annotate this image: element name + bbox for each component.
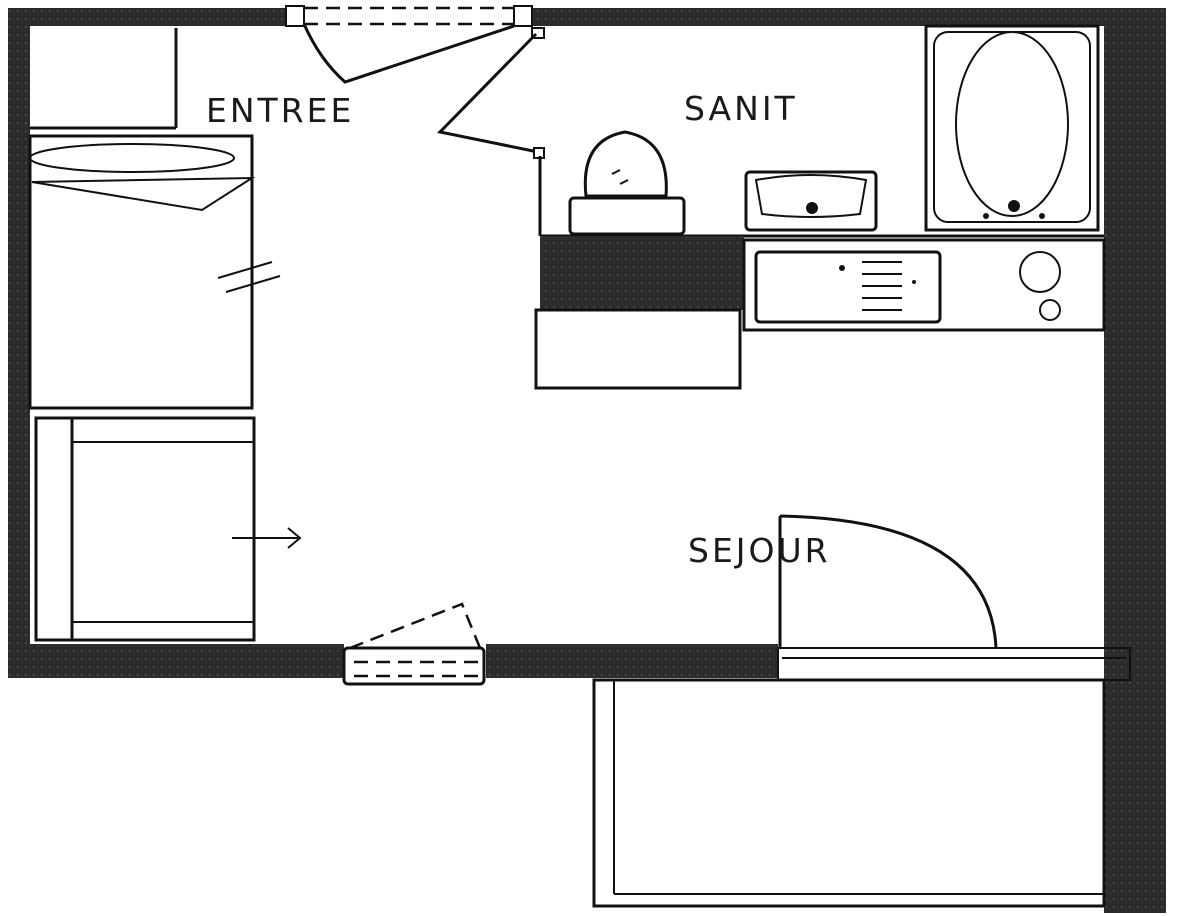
door-jamb-left [285, 5, 305, 27]
top-wall-left [10, 8, 292, 26]
top-wall-right [530, 8, 1140, 26]
hob-large-icon [1019, 251, 1061, 293]
bed [34, 416, 302, 642]
toilet [568, 130, 686, 236]
sink-drainer-marks [839, 261, 916, 311]
room-label-sanit: SANIT [684, 89, 798, 128]
room-label-entree: ENTREE [206, 91, 354, 130]
bathtub [924, 24, 1100, 232]
hob-small-icon [1039, 299, 1061, 321]
bottom-wall-mid [486, 644, 778, 678]
door-jamb [531, 27, 545, 39]
entry-door [285, 5, 533, 84]
wardrobe [28, 134, 281, 410]
entry-closet [30, 28, 178, 130]
left-wall [8, 8, 30, 678]
bottom-wall-left [8, 644, 344, 678]
bottom-window [342, 602, 486, 686]
wash-basin [744, 170, 878, 232]
right-wall [1104, 8, 1166, 913]
door-jamb-right [513, 5, 533, 27]
kitchen-wall-block [540, 236, 744, 310]
room-label-sejour: SEJOUR [688, 531, 831, 570]
balcony-door [777, 514, 1131, 681]
balcony [592, 678, 1106, 908]
kitchen-block [534, 236, 1106, 390]
bathroom-door [437, 27, 545, 159]
exterior-walls [8, 8, 1166, 913]
